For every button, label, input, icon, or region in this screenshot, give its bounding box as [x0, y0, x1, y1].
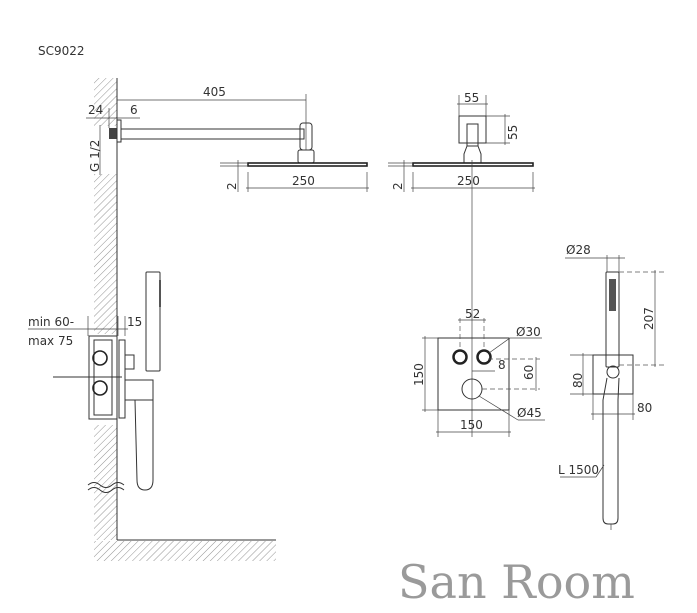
button-right: [476, 349, 492, 365]
dim-button-spacing: 52: [465, 307, 480, 321]
dim-vertical-spacing: 60: [522, 365, 536, 380]
dim-handle-diameter: Ø28: [566, 243, 591, 257]
dim-head-thickness: 2: [225, 182, 239, 190]
dim-flange-offset: 24: [88, 103, 103, 117]
dim-offset: 8: [498, 358, 506, 372]
dim-plate-width: 150: [460, 418, 483, 432]
shower-head-front: 55 55 2 250: [388, 91, 535, 192]
dim-knob-diameter: Ø45: [517, 406, 542, 420]
dim-head-width: 250: [292, 174, 315, 188]
model-number: SC9022: [38, 44, 85, 58]
dim-holder-height: 80: [571, 373, 585, 388]
dim-handle-length: 207: [642, 307, 656, 330]
watermark: San Room: [398, 555, 635, 609]
valve-side: min 60- max 75 15: [28, 271, 161, 491]
dim-front-head-width: 250: [457, 174, 480, 188]
wall: [87, 78, 276, 561]
dim-plate-height: 150: [412, 363, 426, 386]
dim-flange-thickness: 6: [130, 103, 138, 117]
dim-wall-depth-line1: min 60-: [28, 315, 74, 329]
button-left: [452, 349, 468, 365]
dim-holder-width: 80: [637, 401, 652, 415]
dim-connector-width: 55: [464, 91, 479, 105]
hand-shower-front: Ø28 207 80 80 L 1500: [558, 243, 665, 530]
dim-arm-length: 405: [203, 85, 226, 99]
dim-trim-depth: 15: [127, 315, 142, 329]
dim-button-diameter: Ø30: [516, 325, 541, 339]
dim-hose-length: L 1500: [558, 463, 599, 477]
dim-wall-depth-line2: max 75: [28, 334, 73, 348]
mixer-plate: 52 Ø30 8 60 150 150 Ø45: [412, 307, 545, 437]
dim-thread: G 1/2: [88, 140, 102, 172]
shower-arm-side: [109, 119, 368, 167]
dim-front-head-thickness: 2: [391, 182, 405, 190]
side-dimensions: 405 24 6 G 1/2 2 250: [86, 85, 369, 192]
dim-connector-height: 55: [506, 125, 520, 140]
